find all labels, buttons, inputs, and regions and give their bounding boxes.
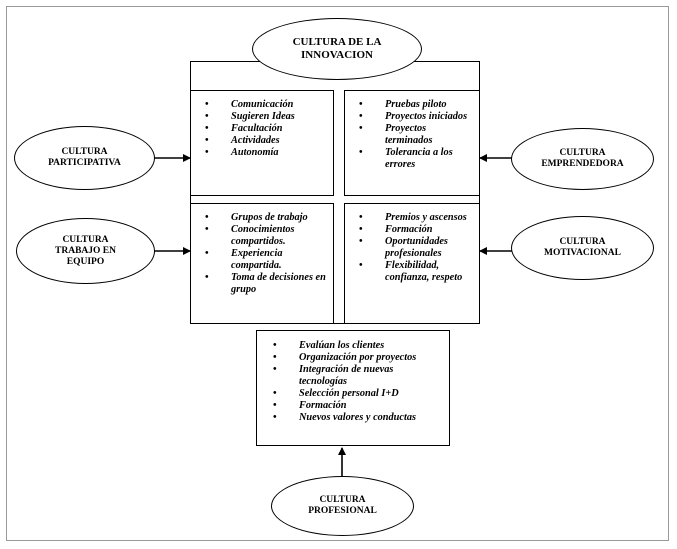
node-motivacional-line: CULTURA [559, 237, 606, 247]
node-equipo-line: EQUIPO [66, 256, 105, 267]
list-item: Oportunidades profesionales [359, 236, 473, 260]
list-item: Tolerancia a los errores [359, 147, 473, 171]
node-profesional-line: PROFESIONAL [308, 506, 377, 516]
list-item: Flexibilidad, confianza, respeto [359, 260, 473, 284]
list-equipo: Grupos de trabajoConocimientos compartid… [205, 212, 329, 296]
box-profesional: Evalúan los clientesOrganización por pro… [256, 330, 450, 446]
list-item: Proyectos iniciados [359, 111, 473, 123]
diagram-frame [6, 6, 669, 541]
list-item: Facultación [205, 123, 329, 135]
node-profesional-line: CULTURA [319, 495, 366, 505]
list-item: Pruebas piloto [359, 99, 473, 111]
box-motivacional: Premios y ascensosFormaciónOportunidades… [344, 203, 480, 324]
list-item: Grupos de trabajo [205, 212, 329, 224]
node-participativa-line: PARTICIPATIVA [48, 158, 121, 168]
node-innovacion-line: INNOVACION [301, 49, 373, 61]
list-item: Evalúan los clientes [273, 340, 443, 352]
box-equipo: Grupos de trabajoConocimientos compartid… [190, 203, 334, 324]
list-item: Actividades [205, 135, 329, 147]
list-item: Organización por proyectos [273, 352, 443, 364]
list-item: Selección personal I+D [273, 388, 443, 400]
node-emprendedora-line: CULTURA [559, 148, 606, 158]
node-participativa-line: CULTURA [61, 147, 108, 157]
list-item: Comunicación [205, 99, 329, 111]
list-participativa: ComunicaciónSugieren IdeasFacultaciónAct… [205, 99, 329, 159]
list-item: Toma de decisiones en grupo [205, 272, 329, 296]
node-equipo-line: TRABAJO EN [55, 245, 116, 256]
list-item: Formación [273, 400, 443, 412]
node-motivacional-line: MOTIVACIONAL [544, 248, 621, 258]
list-item: Sugieren Ideas [205, 111, 329, 123]
box-participativa: ComunicaciónSugieren IdeasFacultaciónAct… [190, 90, 334, 196]
node-innovacion-line: CULTURA DE LA [292, 36, 382, 48]
list-item: Formación [359, 224, 473, 236]
list-item: Premios y ascensos [359, 212, 473, 224]
list-item: Proyectos terminados [359, 123, 473, 147]
list-item: Autonomía [205, 147, 329, 159]
list-item: Integración de nuevas tecnologías [273, 364, 443, 388]
node-emprendedora-line: EMPRENDEDORA [541, 159, 624, 169]
list-emprendedora: Pruebas pilotoProyectos iniciadosProyect… [359, 99, 473, 171]
list-item: Nuevos valores y conductas [273, 412, 443, 424]
box-emprendedora: Pruebas pilotoProyectos iniciadosProyect… [344, 90, 480, 196]
list-profesional: Evalúan los clientesOrganización por pro… [273, 340, 443, 424]
list-motivacional: Premios y ascensosFormaciónOportunidades… [359, 212, 473, 284]
list-item: Conocimientos compartidos. [205, 224, 329, 248]
node-equipo-line: CULTURA [62, 234, 109, 245]
list-item: Experiencia compartida. [205, 248, 329, 272]
